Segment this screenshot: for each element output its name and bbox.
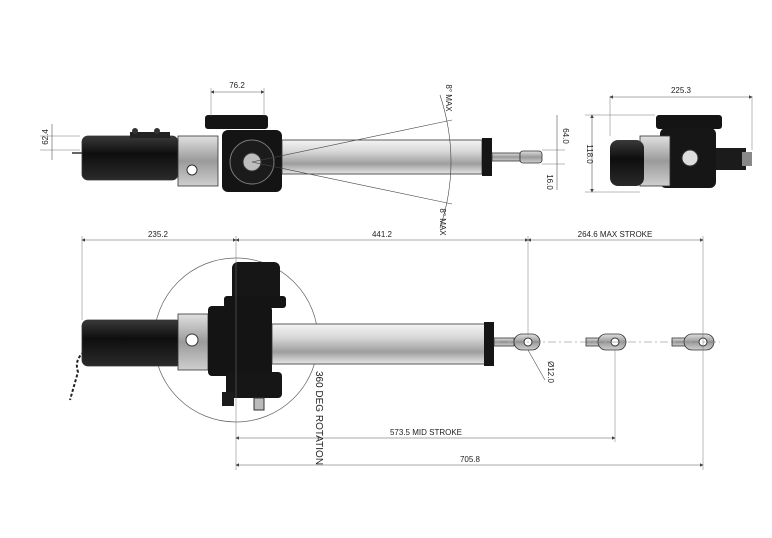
rod-end <box>519 150 543 164</box>
dim-top-width: 76.2 <box>229 81 245 90</box>
end-connector-tip <box>742 152 752 166</box>
dim-left-span: 235.2 <box>148 230 169 239</box>
dim-rotation: 360 DEG ROTATION <box>313 371 324 465</box>
side-view <box>69 236 720 470</box>
dim-mid-span: 441.2 <box>372 230 393 239</box>
top-mount-plate <box>205 115 268 129</box>
actuator-tube <box>271 323 487 365</box>
dim-overall: 705.8 <box>460 455 481 464</box>
rod <box>491 152 521 162</box>
end-view <box>585 95 753 193</box>
dim-end-height: 118.0 <box>585 144 594 164</box>
cable <box>69 351 85 401</box>
dim-angle-lower: 8° MAX <box>438 208 447 236</box>
clevis-block <box>208 306 272 376</box>
gearbox <box>177 135 219 187</box>
motor-cap <box>130 132 170 138</box>
dim-max-stroke: 264.6 MAX STROKE <box>578 230 653 239</box>
gearbox-port-icon <box>185 333 199 347</box>
top-view <box>40 88 565 229</box>
actuator-tube <box>281 139 483 175</box>
lower-valve-block <box>226 372 282 398</box>
dim-rod-offset-upper: 64.0 <box>561 128 570 144</box>
dim-mid-stroke: 573.5 MID STROKE <box>390 428 462 437</box>
end-top-plate <box>656 115 722 129</box>
end-pin <box>681 149 699 167</box>
motor-housing <box>81 319 183 367</box>
tube-end-cap <box>484 322 494 366</box>
bolt-icon <box>132 128 138 134</box>
gearbox-port-icon <box>186 164 198 176</box>
lower-fitting <box>253 397 265 411</box>
dim-top-height: 62.4 <box>41 129 50 145</box>
motor-housing <box>81 135 179 181</box>
dim-rod-offset-lower: 16.0 <box>545 174 554 190</box>
tube-end-cap <box>482 138 492 176</box>
end-gearbox <box>639 135 671 187</box>
top-mount-plate <box>224 296 286 308</box>
dim-end-width: 225.3 <box>671 86 692 95</box>
bolt-icon <box>154 128 160 134</box>
lower-fitting <box>222 392 234 406</box>
end-motor <box>610 140 644 186</box>
dim-angle-upper: 8° MAX <box>444 84 453 112</box>
dim-rod-end-dia: Ø12.0 <box>546 361 555 383</box>
end-connector <box>716 148 746 170</box>
